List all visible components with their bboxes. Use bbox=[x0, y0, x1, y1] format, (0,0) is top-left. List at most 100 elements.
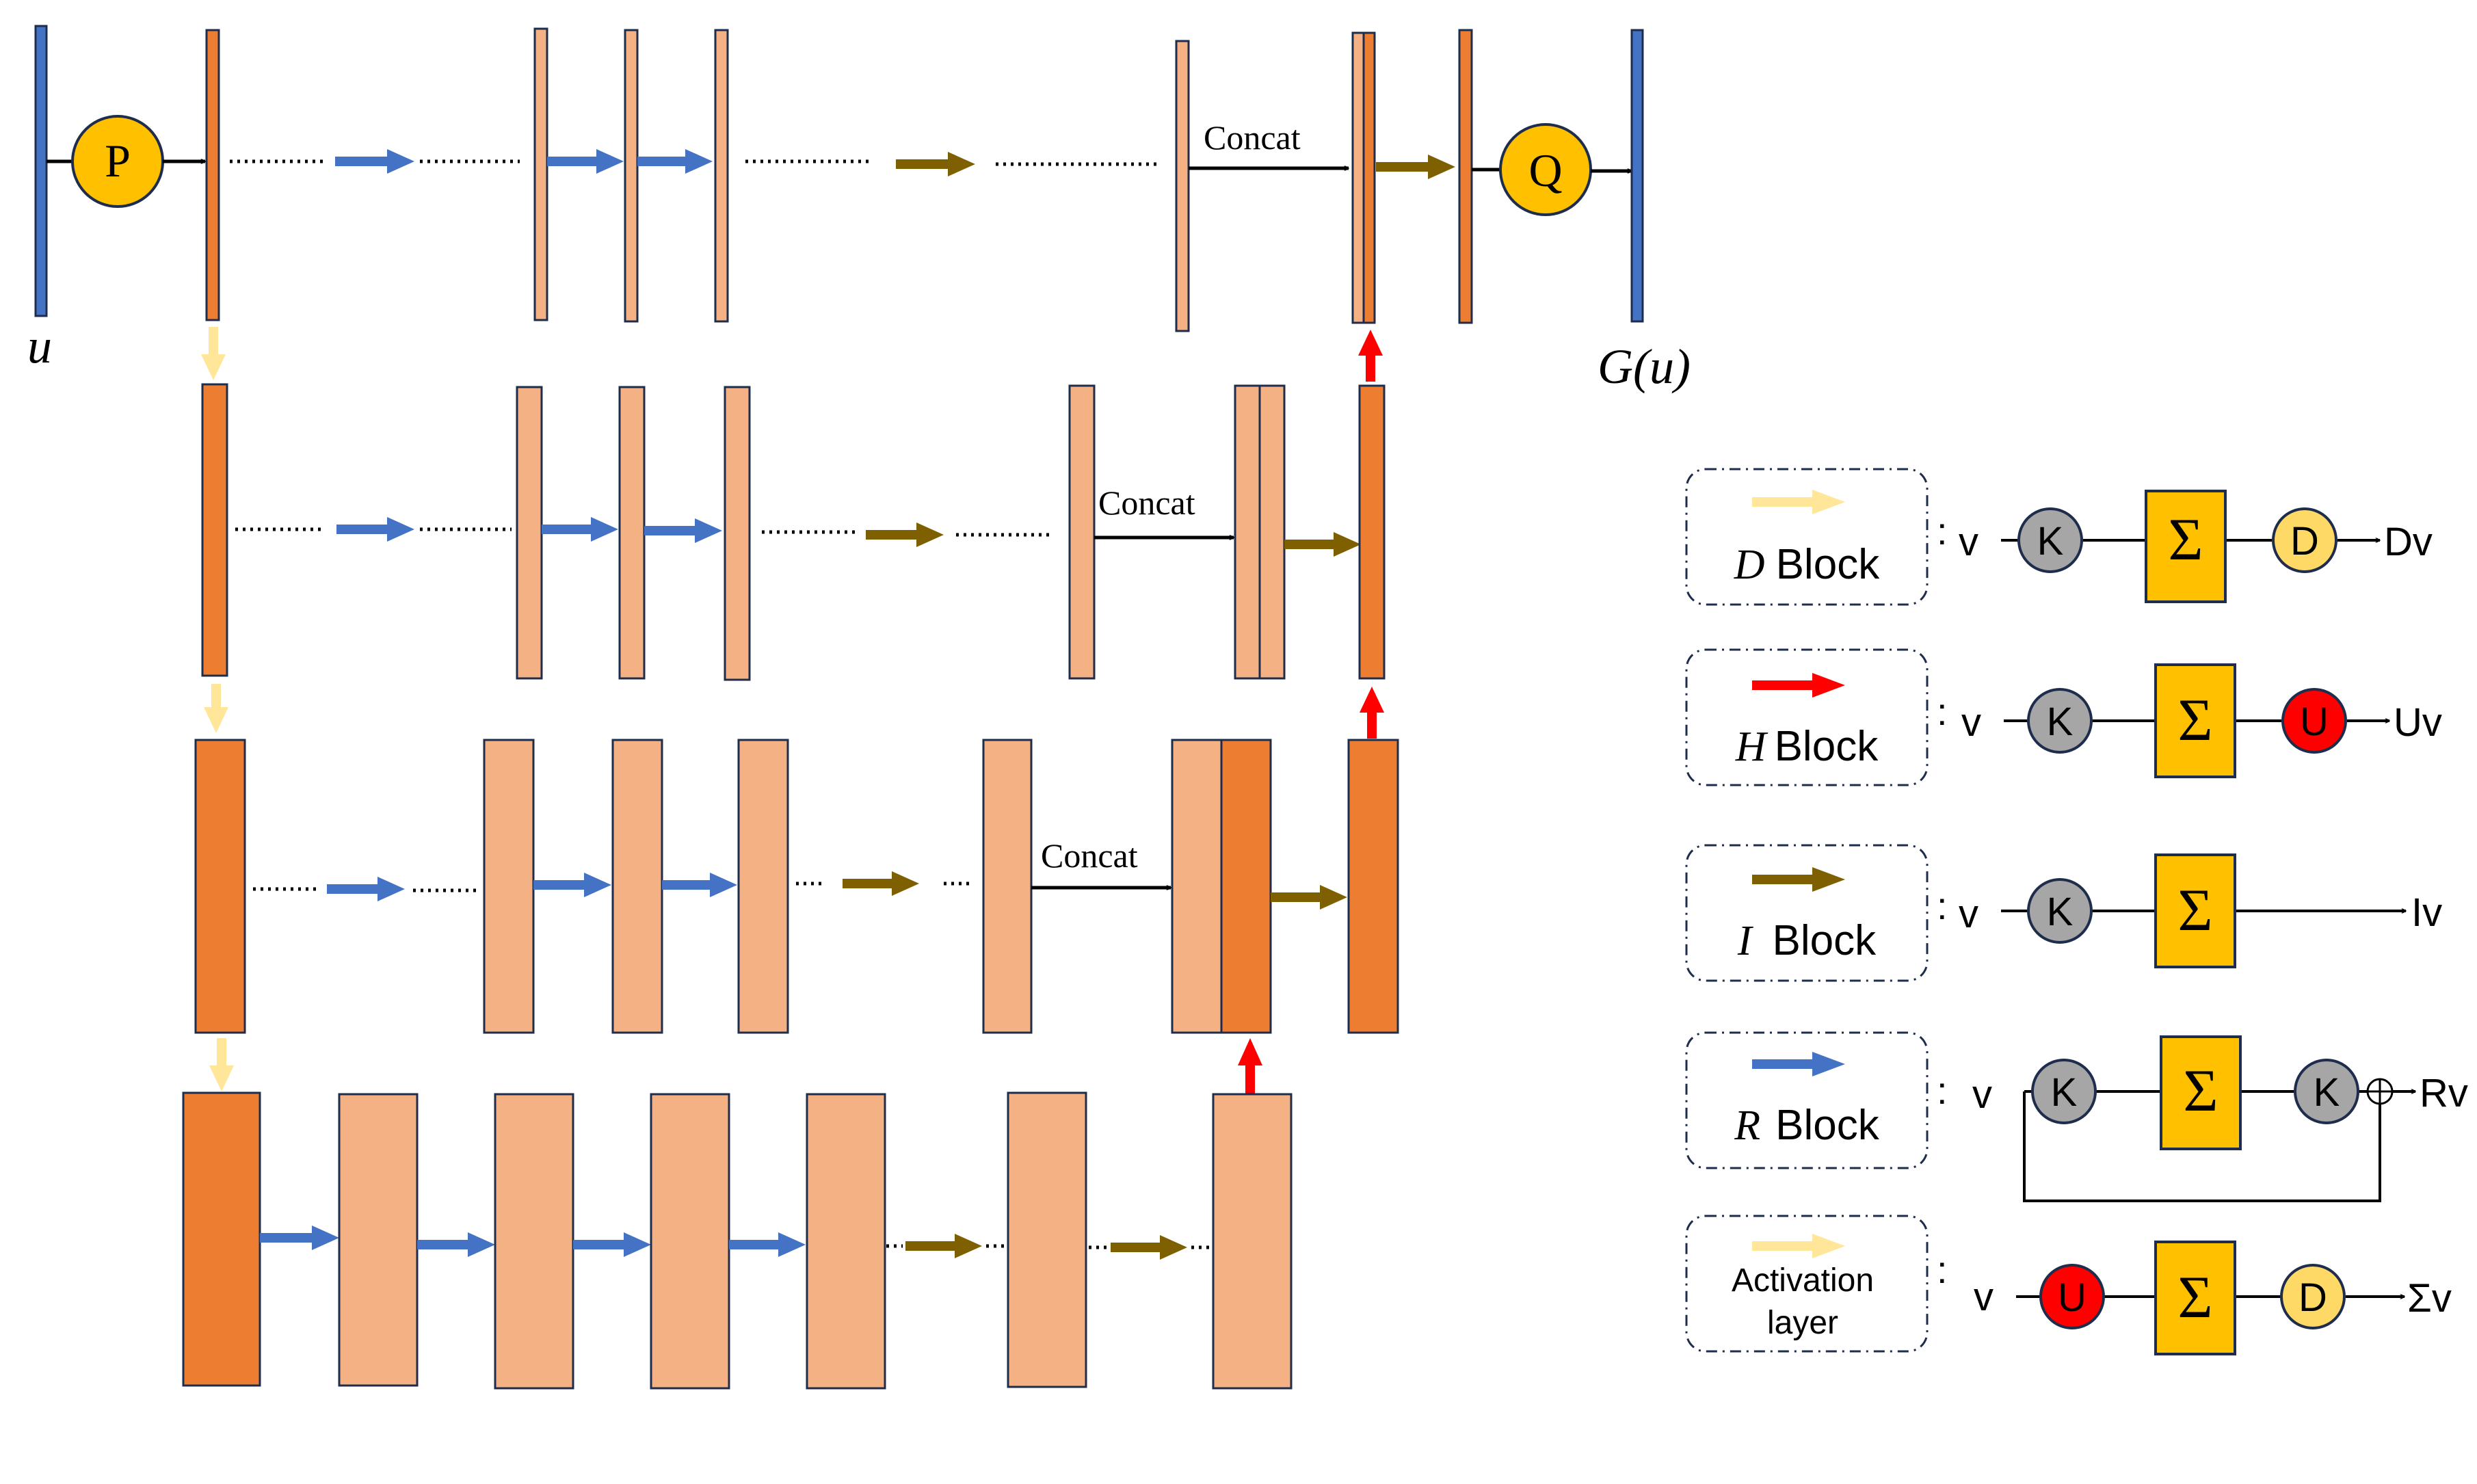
legend-label-box bbox=[1685, 1031, 1929, 1169]
concat-layer-light bbox=[1351, 31, 1365, 324]
r-block-arrow bbox=[542, 517, 618, 542]
d-node-label: D bbox=[2299, 1275, 2327, 1320]
layer-light bbox=[483, 739, 535, 1034]
i-block-arrow bbox=[1284, 532, 1361, 557]
legend-colon: : bbox=[1937, 690, 1948, 733]
layer-dark bbox=[205, 29, 220, 321]
r-block-arrow bbox=[637, 149, 713, 174]
olive-arrow-icon bbox=[1752, 867, 1845, 892]
r-block-arrow bbox=[327, 877, 405, 901]
h-block-arrow bbox=[1358, 330, 1383, 382]
legend-output: Iv bbox=[2411, 890, 2442, 935]
layer-dark bbox=[182, 1091, 261, 1387]
i-block-arrow bbox=[866, 522, 944, 547]
input-bar bbox=[34, 25, 48, 317]
d-node-label: D bbox=[2290, 519, 2319, 564]
sum-node bbox=[2154, 663, 2236, 778]
layer-light bbox=[714, 29, 729, 323]
legend-input: v bbox=[1974, 1275, 1993, 1319]
k-node bbox=[2027, 878, 2093, 944]
legend-output: Dv bbox=[2384, 520, 2433, 564]
layer-light bbox=[494, 1093, 574, 1390]
legend-label-box bbox=[1685, 1215, 1929, 1353]
p-label: P bbox=[105, 135, 131, 187]
layer-dark bbox=[1358, 384, 1386, 680]
u-node bbox=[2281, 688, 2347, 754]
layer-light bbox=[1007, 1091, 1087, 1388]
layer-light bbox=[516, 386, 543, 680]
layer-light bbox=[724, 386, 751, 681]
layer-light bbox=[1212, 1093, 1293, 1390]
k-node bbox=[2031, 1059, 2097, 1124]
layer-light bbox=[338, 1093, 419, 1387]
layer-light bbox=[1068, 384, 1096, 680]
legend-input: v bbox=[1972, 1072, 1992, 1117]
r-block-arrow bbox=[729, 1232, 806, 1257]
sum-node-label: Σ bbox=[2177, 687, 2212, 754]
u-node-label: U bbox=[2058, 1275, 2087, 1320]
concat-layer-dark bbox=[1220, 739, 1272, 1034]
d-block-arrow bbox=[201, 327, 226, 380]
row-3: Concat bbox=[194, 739, 1399, 1034]
layer-light bbox=[533, 27, 548, 321]
legend-colon: : bbox=[1937, 884, 1948, 927]
d-node bbox=[2272, 507, 2337, 573]
sum-node-label: Σ bbox=[2177, 1264, 2212, 1331]
output-label: G(u) bbox=[1598, 339, 1691, 394]
row-1: u P Concat Q G(u) bbox=[27, 25, 1691, 394]
sum-node bbox=[2160, 1035, 2242, 1150]
concat-label: Concat bbox=[1098, 483, 1195, 522]
r-block-arrow bbox=[533, 873, 611, 897]
row-2: Concat bbox=[201, 383, 1386, 681]
d-block-arrow bbox=[204, 684, 228, 733]
sum-node bbox=[2154, 853, 2236, 968]
legend-input: v bbox=[1961, 700, 1981, 745]
r-block-arrow bbox=[417, 1232, 495, 1257]
k-node-label: K bbox=[2037, 519, 2064, 564]
input-label: u bbox=[27, 319, 52, 373]
sum-node bbox=[2145, 490, 2227, 603]
k-node-label: K bbox=[2051, 1070, 2078, 1115]
legend-label-line2: layer bbox=[1767, 1305, 1838, 1341]
output-bar bbox=[1630, 29, 1644, 323]
concat-label: Concat bbox=[1041, 836, 1138, 875]
layer-light bbox=[618, 386, 646, 680]
sum-node-label: Σ bbox=[2177, 877, 2212, 944]
layer-dark bbox=[194, 739, 246, 1034]
sum-node bbox=[2154, 1241, 2236, 1355]
red-arrow-icon bbox=[1752, 673, 1845, 698]
sum-node-label: Σ bbox=[2183, 1058, 2218, 1124]
legend-output: Σv bbox=[2407, 1276, 2452, 1321]
yellow-arrow-icon bbox=[1752, 490, 1845, 514]
concat-layer-dark bbox=[1362, 31, 1376, 324]
yellow-arrow-icon bbox=[1752, 1234, 1845, 1258]
legend-output: Rv bbox=[2420, 1071, 2468, 1115]
u-node-label: U bbox=[2300, 700, 2329, 744]
legend-input: v bbox=[1959, 520, 1978, 564]
concat-layer-light bbox=[1171, 739, 1223, 1034]
i-block-arrow bbox=[843, 871, 919, 896]
plus-circle-icon bbox=[2366, 1078, 2394, 1105]
row-4 bbox=[182, 1091, 1293, 1390]
legend-activation-layer: Activation layer : v U Σ D Σv bbox=[1685, 1215, 2452, 1355]
layer-light bbox=[737, 739, 789, 1034]
concat-layer-light bbox=[1234, 384, 1261, 680]
d-block-arrow bbox=[209, 1038, 234, 1091]
layer-light bbox=[611, 739, 663, 1034]
r-block-arrow bbox=[260, 1225, 339, 1250]
layer-light bbox=[982, 739, 1033, 1034]
blue-arrow-icon bbox=[1752, 1052, 1845, 1076]
h-block-arrow bbox=[1238, 1038, 1262, 1094]
concat-layer-light bbox=[1258, 384, 1286, 680]
r-block-arrow bbox=[644, 518, 722, 543]
legend-input: v bbox=[1959, 892, 1978, 936]
r-block-arrow bbox=[336, 517, 414, 542]
k-node bbox=[2017, 507, 2083, 573]
